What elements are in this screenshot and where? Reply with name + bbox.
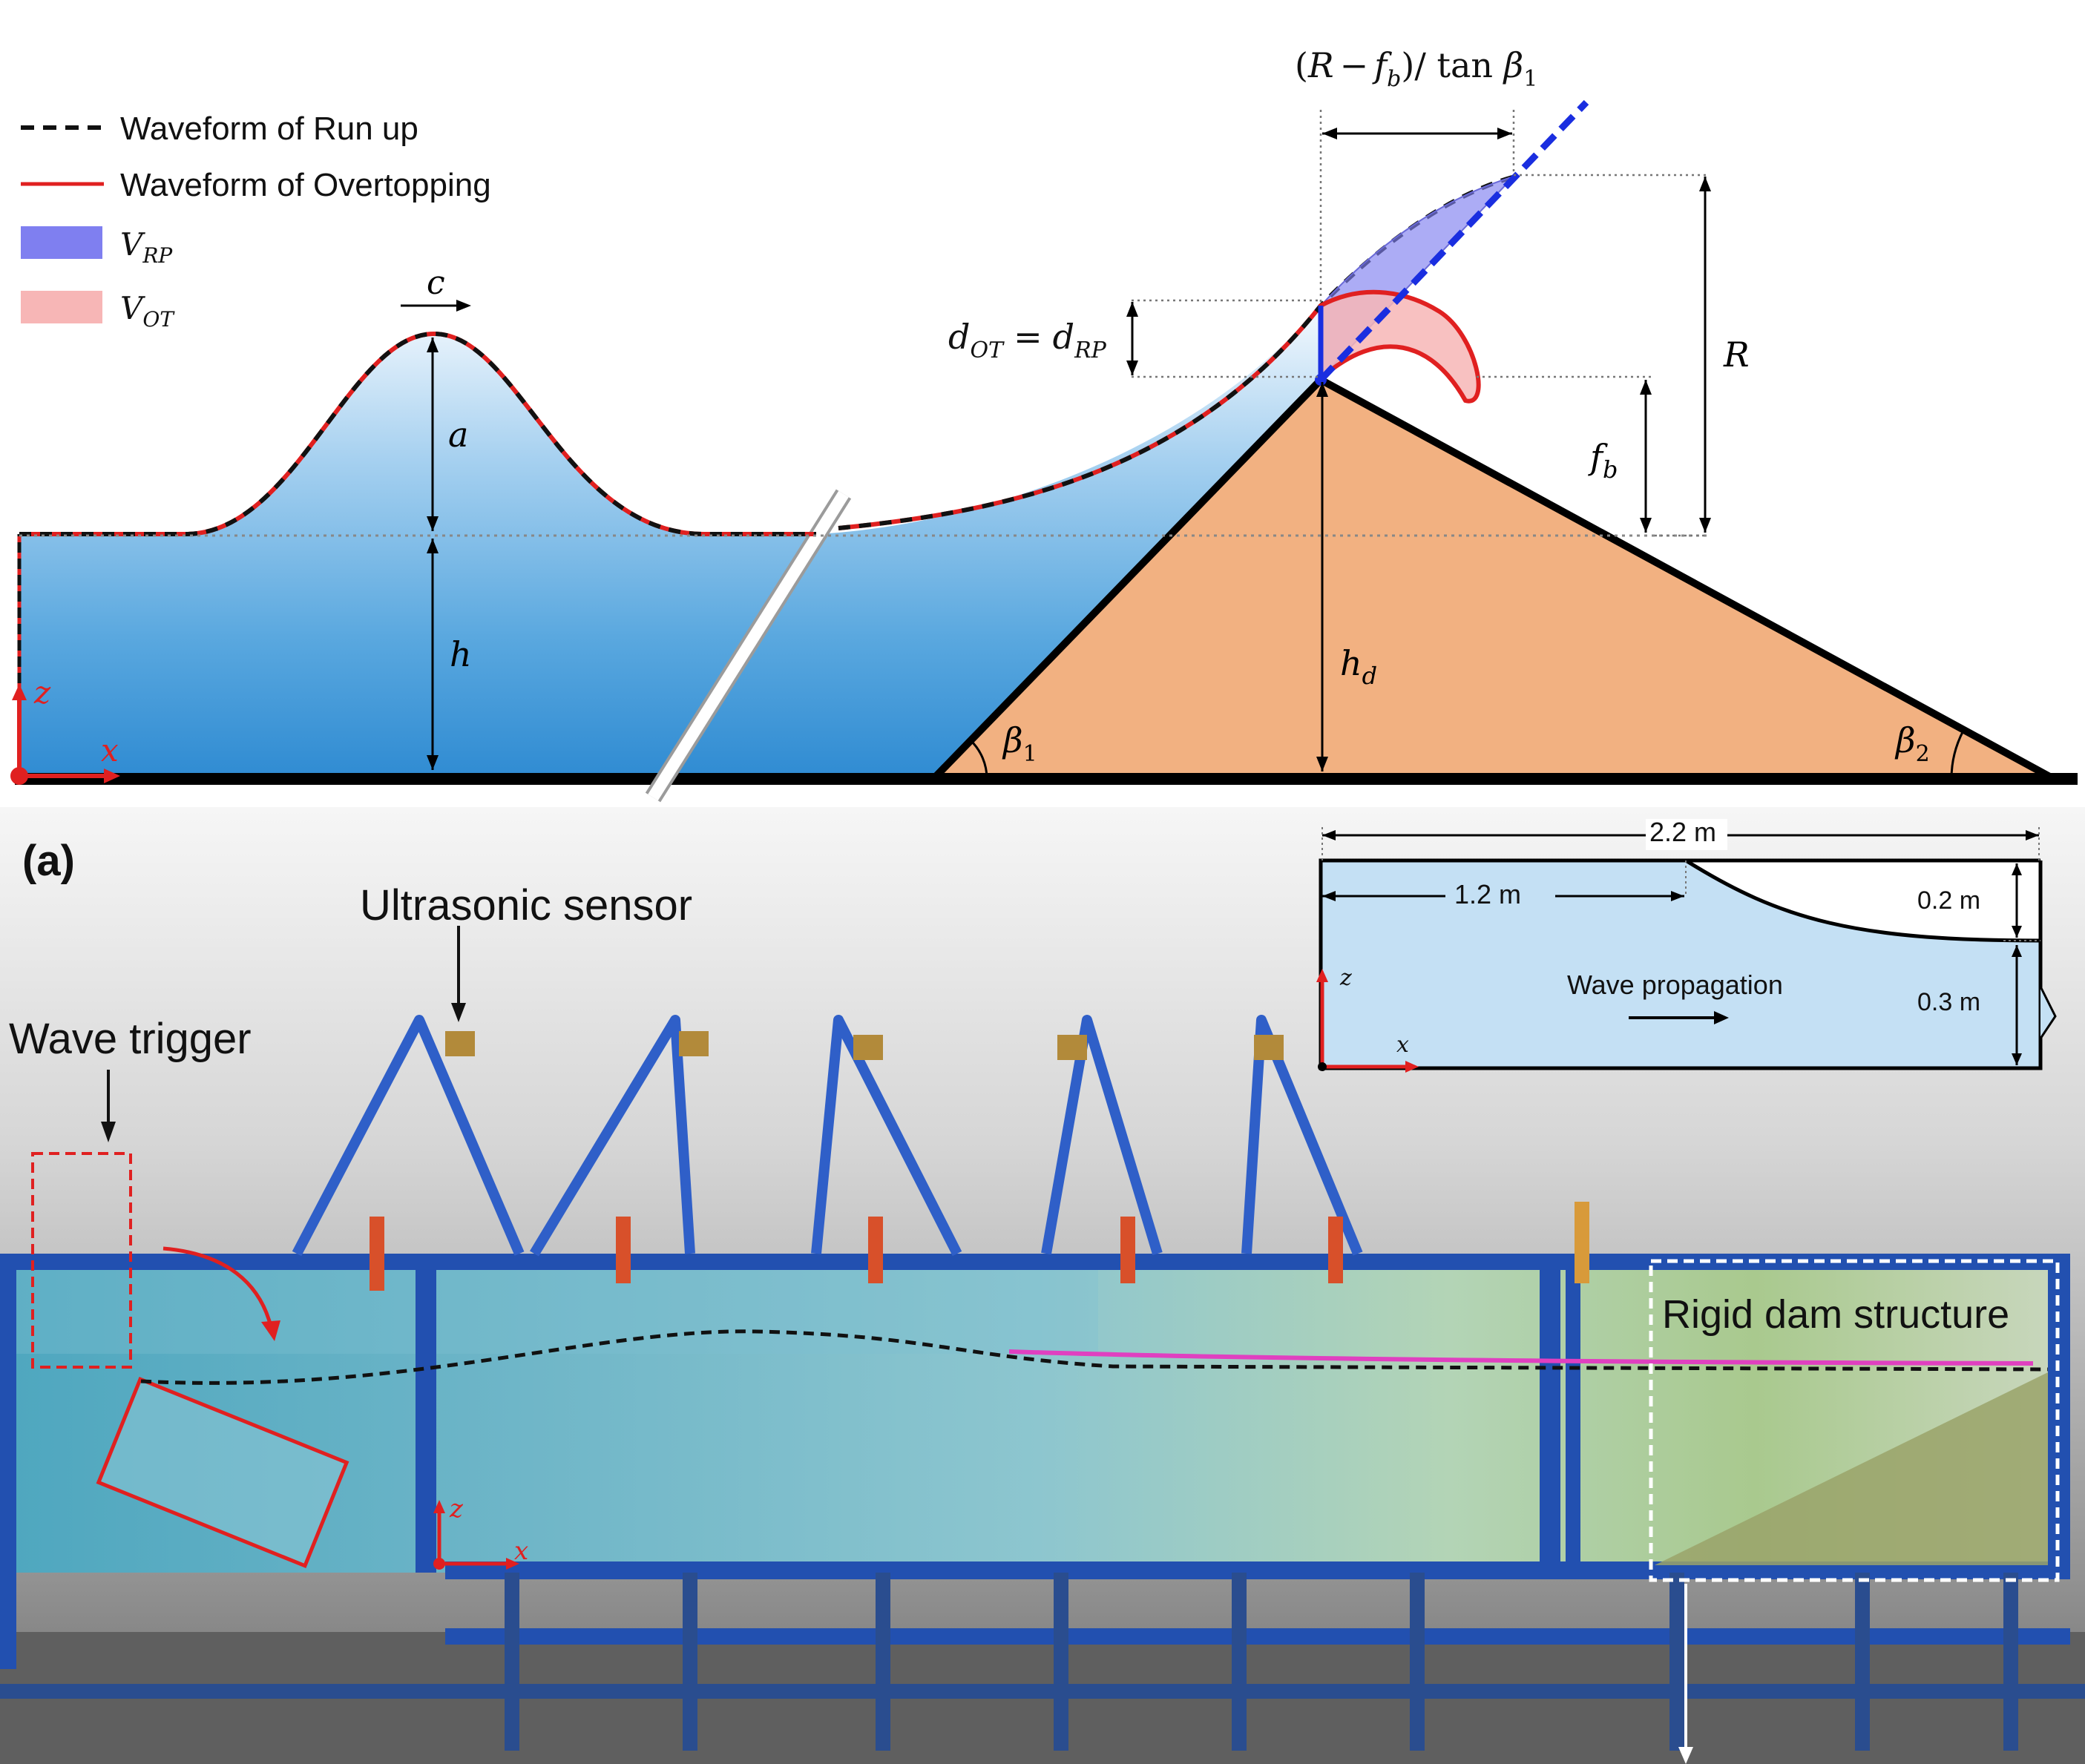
clamps <box>370 1202 1589 1291</box>
photo-axis-z: z <box>449 1494 464 1524</box>
slope-extension <box>1318 99 1589 383</box>
legend-overtopping-label: Waveform of Overtopping <box>120 167 491 203</box>
tank-frame <box>0 1254 2070 1669</box>
label-R: R <box>1723 335 1750 375</box>
label-h: h <box>450 634 472 674</box>
beta2-arc <box>1950 730 1965 780</box>
schematic: Waveform of Run up Waveform of Overtoppi… <box>10 45 2078 803</box>
inset-propagation: Wave propagation <box>1567 970 1783 1000</box>
trigger-rotation-arrow <box>162 1246 273 1327</box>
label-hd: hd <box>1340 643 1377 690</box>
label-beta1: β1 <box>1002 720 1037 767</box>
wave-trigger-box <box>31 1152 132 1369</box>
panel-label: (a) <box>22 837 75 885</box>
break-mark <box>645 489 852 803</box>
wave-trigger-label: Wave trigger <box>9 1015 252 1063</box>
photo-panel: z x (a) Ultrasonic sensor Wave trigger R… <box>0 807 2085 1764</box>
legend-vrp-swatch <box>21 226 102 259</box>
support-legs <box>0 1573 2085 1751</box>
guide-lines <box>1132 110 1707 537</box>
inset-dam <box>1686 860 2040 941</box>
inset-depth: 0.3 m <box>1917 988 1980 1016</box>
measured-profile <box>140 1329 2049 1385</box>
label-d-ot-rp: dOT=dRP <box>948 317 1107 363</box>
sensor-mounts <box>445 1031 1284 1060</box>
tank-water <box>15 1254 2063 1573</box>
label-beta2: β2 <box>1894 720 1930 767</box>
legend-vot-label: VOT <box>120 290 175 332</box>
rigid-dam-label: Rigid dam structure <box>1662 1292 2009 1337</box>
inset-total-length: 2.2 m <box>1649 817 1716 847</box>
rigid-dam-body <box>1655 1372 2048 1565</box>
legend-vrp-label: VRP <box>120 226 173 268</box>
beta1-arc <box>969 739 988 780</box>
legend: Waveform of Run up Waveform of Overtoppi… <box>21 111 491 332</box>
wave-trigger-gate <box>96 1377 349 1568</box>
axis-x-label: x <box>101 732 119 769</box>
inset-axis-z: z <box>1339 965 1352 991</box>
axis-z-label: z <box>33 674 51 711</box>
photo-axis-x: x <box>514 1536 528 1566</box>
label-a: a <box>448 415 468 455</box>
vot-region <box>1319 289 1481 404</box>
legend-vot-swatch <box>21 291 102 323</box>
inset-axis-x: x <box>1396 1032 1409 1058</box>
photo-axes: z x <box>433 1494 528 1570</box>
dye-trace <box>1008 1349 2034 1366</box>
legend-runup-label: Waveform of Run up <box>120 111 418 147</box>
flume-inset: 2.2 m 1.2 m 0.2 m 0.3 m Wave propagation… <box>1316 817 2057 1073</box>
rigid-dam-box <box>1649 1259 2060 1582</box>
ultrasonic-label: Ultrasonic sensor <box>360 881 692 929</box>
schematic-axes <box>10 684 120 785</box>
inset-dam-height: 0.2 m <box>1917 886 1980 915</box>
label-c: c <box>427 264 445 302</box>
sensor-gantries <box>292 1015 1363 1257</box>
crest-point <box>1315 374 1327 386</box>
inset-partial-length: 1.2 m <box>1454 879 1521 909</box>
water-body <box>19 306 1321 779</box>
label-fb: fb <box>1588 437 1618 484</box>
ground-line <box>15 773 2078 785</box>
runup-waveform-right <box>838 174 1516 530</box>
runup-waveform <box>19 331 816 536</box>
label-horizontal: (R−fb)/ tan β1 <box>1295 45 1537 92</box>
tank-upper-glass <box>15 1257 1098 1354</box>
